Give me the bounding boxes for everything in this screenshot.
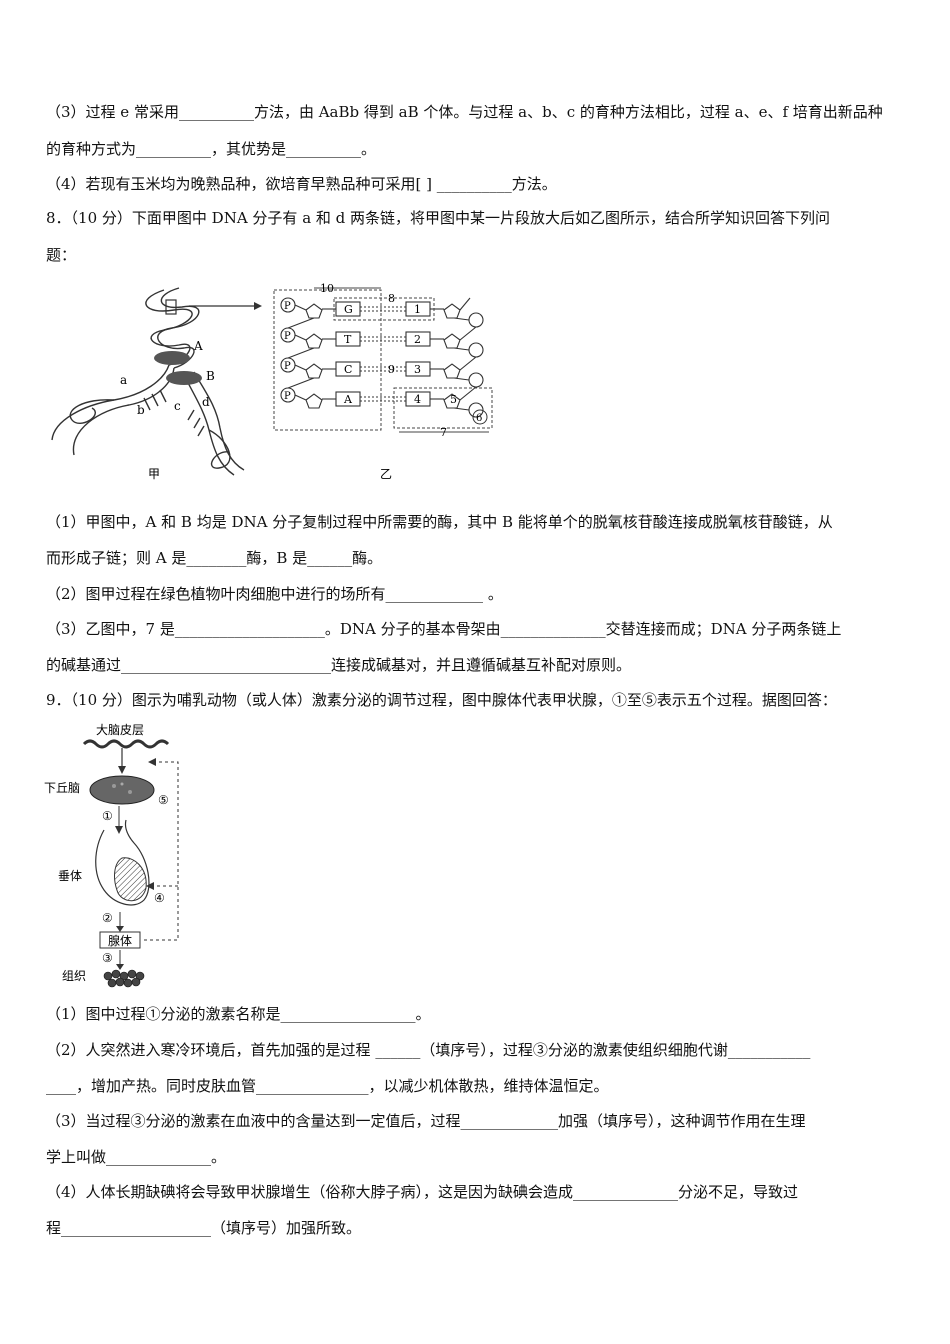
phosphate-3: P	[284, 361, 291, 372]
process-2-label: ②	[102, 911, 113, 925]
base-left-1: G	[344, 303, 353, 316]
gland-label: 腺体	[108, 934, 132, 948]
base-right-2: 2	[414, 333, 421, 346]
strand-d-label: d	[202, 395, 210, 409]
phosphate-4: P	[284, 391, 291, 402]
label-6: 6	[476, 413, 482, 424]
q8-part2: （2）图甲过程在绿色植物叶肉细胞中进行的场所有_____________ 。	[46, 585, 503, 603]
pituitary-shape	[95, 819, 150, 906]
process-3-label: ③	[102, 951, 113, 965]
tissue-label: 组织	[62, 969, 86, 983]
dna-figure: A B a b c d 甲 10	[44, 280, 504, 490]
base-left-2: T	[344, 333, 352, 346]
q9-part2-line2: ____，增加产热。同时皮肤血管_______________，以减少机体散热，…	[46, 1077, 609, 1095]
q7-part3-line1: （3）过程 e 常采用__________方法，由 AaBb 得到 aB 个体。…	[46, 103, 883, 121]
strand-b-label: b	[137, 403, 145, 417]
label-9: 9	[388, 363, 395, 376]
q8-stem-line1: 8．（10 分）下面甲图中 DNA 分子有 a 和 d 两条链，将甲图中某一片段…	[46, 209, 831, 227]
base-right-4: 4	[414, 393, 421, 406]
enzyme-b-label: B	[206, 369, 215, 383]
label-yi: 乙	[380, 467, 392, 481]
q9-part2-line1: （2）人突然进入寒冷环境后，首先加强的是过程 ______（填序号），过程③分泌…	[46, 1041, 811, 1059]
hypothalamus-shape	[89, 775, 155, 805]
label-8: 8	[388, 292, 395, 305]
label-5: 5	[450, 393, 457, 406]
dna-helix-drawing	[51, 287, 245, 476]
hypothalamus-label: 下丘脑	[44, 781, 80, 795]
q8-part3-line1: （3）乙图中，7 是____________________。DNA 分子的基本…	[46, 620, 842, 638]
process-1-label: ①	[102, 809, 113, 823]
base-right-1: 1	[414, 303, 421, 316]
label-jia: 甲	[148, 467, 160, 481]
hormone-regulation-figure: 大脑皮层 下丘脑 ① 垂体 ② 腺体 ③ 组织	[44, 718, 204, 990]
label-10: 10	[320, 282, 334, 295]
q9-part1: （1）图中过程①分泌的激素名称是__________________。	[46, 1005, 431, 1023]
strand-a-label: a	[120, 373, 127, 387]
pituitary-label: 垂体	[58, 869, 82, 883]
q8-part3-line2: 的碱基通过____________________________连接成碱基对，…	[46, 656, 632, 674]
process-4-label: ④	[154, 891, 165, 905]
cortex-shape	[82, 739, 170, 749]
enzyme-a-shape	[154, 351, 190, 365]
dna-segment-diagram: 10	[273, 282, 493, 439]
base-right-3: 3	[414, 363, 421, 376]
base-left-3: C	[344, 363, 352, 376]
q9-part3-line2: 学上叫做______________。	[46, 1148, 227, 1166]
q9-part4-line2: 程____________________（填序号）加强所致。	[46, 1219, 362, 1237]
q9-part3-line1: （3）当过程③分泌的激素在血液中的含量达到一定值后，过程____________…	[46, 1112, 806, 1130]
phosphate-2: P	[284, 331, 291, 342]
base-left-4: A	[343, 393, 353, 406]
enzyme-b-shape	[166, 371, 202, 385]
q7-part4: （4）若现有玉米均为晚熟品种，欲培育早熟品种可采用[ ] __________方…	[46, 175, 557, 193]
q8-part1-line1: （1）甲图中，A 和 B 均是 DNA 分子复制过程中所需要的酶，其中 B 能将…	[46, 513, 833, 531]
q9-stem: 9．（10 分）图示为哺乳动物（或人体）激素分泌的调节过程，图中腺体代表甲状腺，…	[46, 691, 837, 709]
cortex-label: 大脑皮层	[96, 723, 144, 737]
gland-box	[99, 931, 141, 949]
enzyme-a-label: A	[193, 339, 203, 353]
strand-c-label: c	[174, 399, 181, 413]
tissue-cells	[103, 969, 145, 988]
q7-part3-line2: 的育种方式为__________，其优势是__________。	[46, 140, 377, 158]
process-5-label: ⑤	[158, 793, 169, 807]
q8-part1-line2: 而形成子链；则 A 是________酶，B 是______酶。	[46, 549, 383, 567]
phosphate-1: P	[284, 301, 291, 312]
q8-stem-line2: 题：	[46, 246, 77, 264]
q9-part4-line1: （4）人体长期缺碘将会导致甲状腺增生（俗称大脖子病），这是因为缺碘会造成____…	[46, 1183, 799, 1201]
label-7: 7	[440, 426, 447, 439]
